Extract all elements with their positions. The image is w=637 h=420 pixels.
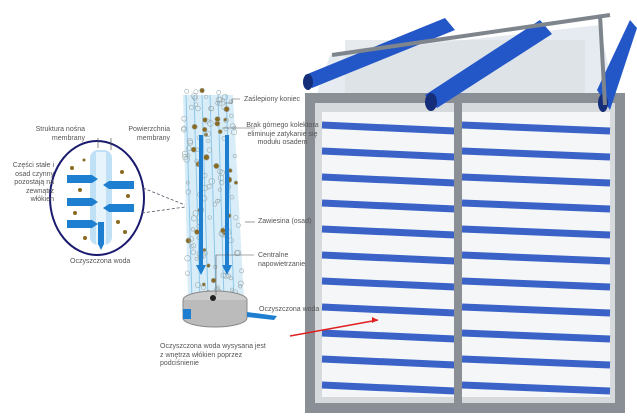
label-clean-water-detail: Oczyszczona woda	[70, 258, 130, 267]
label-sealed-end: Zaślepiony koniec	[244, 96, 300, 105]
label-membrane-surface: Powierzchnia membrany	[115, 126, 170, 143]
label-vacuum-note: Oczyszczona woda wysysana jest z wnętrza…	[160, 343, 270, 369]
label-solids-outside: Części stałe i osad czynny pozostają na …	[2, 162, 54, 205]
label-support-structure: Struktura nośna membrany	[30, 126, 85, 143]
label-no-top-collector: Brak górnego kolektora eliminuje zatykan…	[245, 122, 320, 148]
membrane-detail-circle	[50, 138, 185, 255]
label-central-aeration: Centralne napowietrzanie	[258, 252, 313, 269]
membrane-module-photo	[303, 15, 637, 408]
label-clean-water-out: Oczyszczona woda	[259, 306, 319, 315]
label-suspension: Zawiesina (osad)	[258, 218, 311, 227]
